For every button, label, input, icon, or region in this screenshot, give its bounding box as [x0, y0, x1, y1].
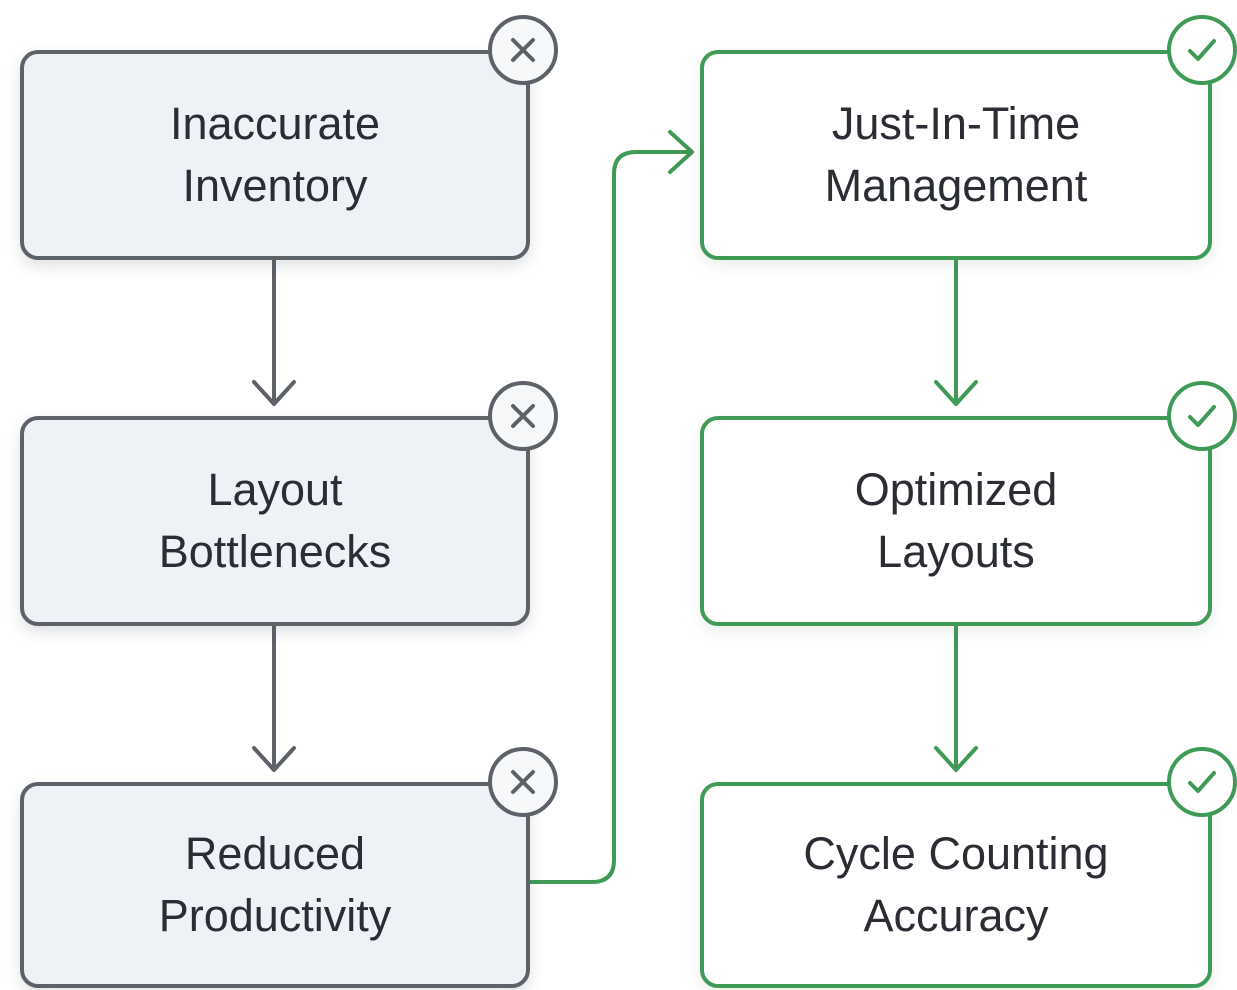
node-layout-bottlenecks: Layout Bottlenecks [20, 416, 530, 626]
node-label: Optimized Layouts [854, 464, 1058, 577]
node-just-in-time-management: Just-In-Time Management [700, 50, 1212, 260]
x-circle-icon [488, 381, 558, 451]
node-label: Layout Bottlenecks [158, 464, 392, 577]
arrowhead-optimized-to-cycle [934, 746, 978, 772]
check-circle-icon [1167, 747, 1237, 817]
node-reduced-productivity: Reduced Productivity [20, 782, 530, 988]
arrowhead-inventory-to-bottlenecks [252, 380, 296, 406]
check-circle-icon [1167, 381, 1237, 451]
x-circle-icon [488, 15, 558, 85]
node-label: Reduced Productivity [158, 828, 392, 941]
node-cycle-counting-accuracy: Cycle Counting Accuracy [700, 782, 1212, 988]
arrowhead-jit-to-optimized [934, 380, 978, 406]
node-inaccurate-inventory: Inaccurate Inventory [20, 50, 530, 260]
node-label: Just-In-Time Management [824, 98, 1088, 211]
x-circle-icon [488, 747, 558, 817]
arrow-productivity-to-jit [528, 150, 692, 884]
node-optimized-layouts: Optimized Layouts [700, 416, 1212, 626]
arrowhead-bottlenecks-to-productivity [252, 746, 296, 772]
node-label: Inaccurate Inventory [169, 98, 381, 211]
check-circle-icon [1167, 15, 1237, 85]
arrowhead-productivity-to-jit [668, 130, 694, 174]
node-label: Cycle Counting Accuracy [803, 828, 1109, 941]
